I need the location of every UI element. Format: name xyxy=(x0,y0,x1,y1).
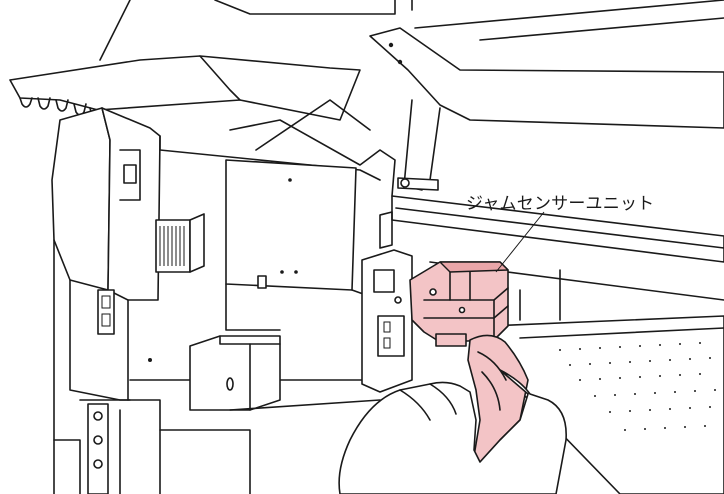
platen xyxy=(429,261,724,494)
left-comb-cover xyxy=(9,55,361,121)
left-side-panel xyxy=(51,107,161,301)
jam-sensor-unit-label: ジャムセンサーユニット xyxy=(466,194,655,214)
tray-box xyxy=(189,335,281,411)
printer-top-frame xyxy=(99,0,724,61)
right-side-panel xyxy=(361,211,413,393)
ribbed-connector xyxy=(155,213,205,273)
inner-cavity xyxy=(159,99,396,291)
hand xyxy=(338,369,567,494)
left-bracket xyxy=(97,289,115,335)
jam-sensor-unit xyxy=(409,261,509,347)
hinge-rod xyxy=(397,177,439,191)
printer-front-cover xyxy=(369,27,724,191)
callout-leader-line xyxy=(495,211,545,273)
